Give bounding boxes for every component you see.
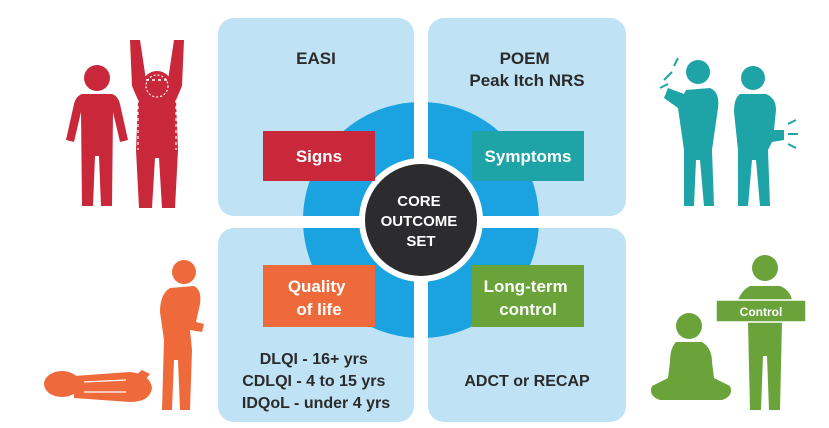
symptoms-box: [472, 131, 584, 181]
lying-and-hunched-person-icon: [44, 260, 204, 410]
svg-text:Long-term control: Long-term control: [484, 277, 573, 319]
seated-person-and-person-holding-sign-icon: [651, 255, 802, 410]
long-term-control-box: [472, 265, 584, 327]
long-term-label-line-1: Long-term: [484, 277, 568, 296]
cdlqi-label: CDLQI - 4 to 15 yrs: [242, 373, 385, 390]
svg-text:DLQI - 16+ yrs CDLQI - 4 t: DLQI - 16+ yrs CDLQI - 4 to 15 yrs IDQoL…: [242, 351, 390, 412]
idqol-label: IDQoL - under 4 yrs: [242, 395, 390, 412]
quality-of-life-box: [263, 265, 375, 327]
easi-label: EASI: [296, 49, 336, 68]
signs-box: [263, 131, 375, 181]
symptoms-label: Symptoms: [485, 147, 572, 166]
quality-label-line-1: Quality: [288, 277, 346, 296]
adct-label: ADCT or RECAP: [464, 373, 590, 390]
long-term-label-line-2: control: [499, 300, 557, 319]
center-line-2: OUTCOME: [381, 213, 458, 230]
peak-itch-label: Peak Itch NRS: [469, 71, 584, 90]
signs-label: Signs: [296, 147, 342, 166]
center-line-1: CORE: [397, 193, 440, 210]
control-sign-label: Control: [740, 305, 783, 319]
people-scratching-icon: [659, 57, 798, 206]
person-and-itching-silhouette-icon: [66, 40, 184, 208]
core-outcome-set-center: [365, 164, 477, 276]
center-line-3: SET: [406, 233, 435, 250]
svg-text:POEM Peak Itch NRS: POEM Peak Itch NRS: [469, 49, 584, 90]
poem-label: POEM: [500, 49, 550, 68]
dlqi-label: DLQI - 16+ yrs: [260, 351, 368, 368]
quality-label-line-2: of life: [296, 300, 341, 319]
svg-text:Quality of life: Quality of life: [288, 277, 350, 319]
svg-text:CORE OUTCOME SET: CORE OUTCOME SET: [381, 193, 462, 250]
control-sign: [715, 299, 807, 323]
